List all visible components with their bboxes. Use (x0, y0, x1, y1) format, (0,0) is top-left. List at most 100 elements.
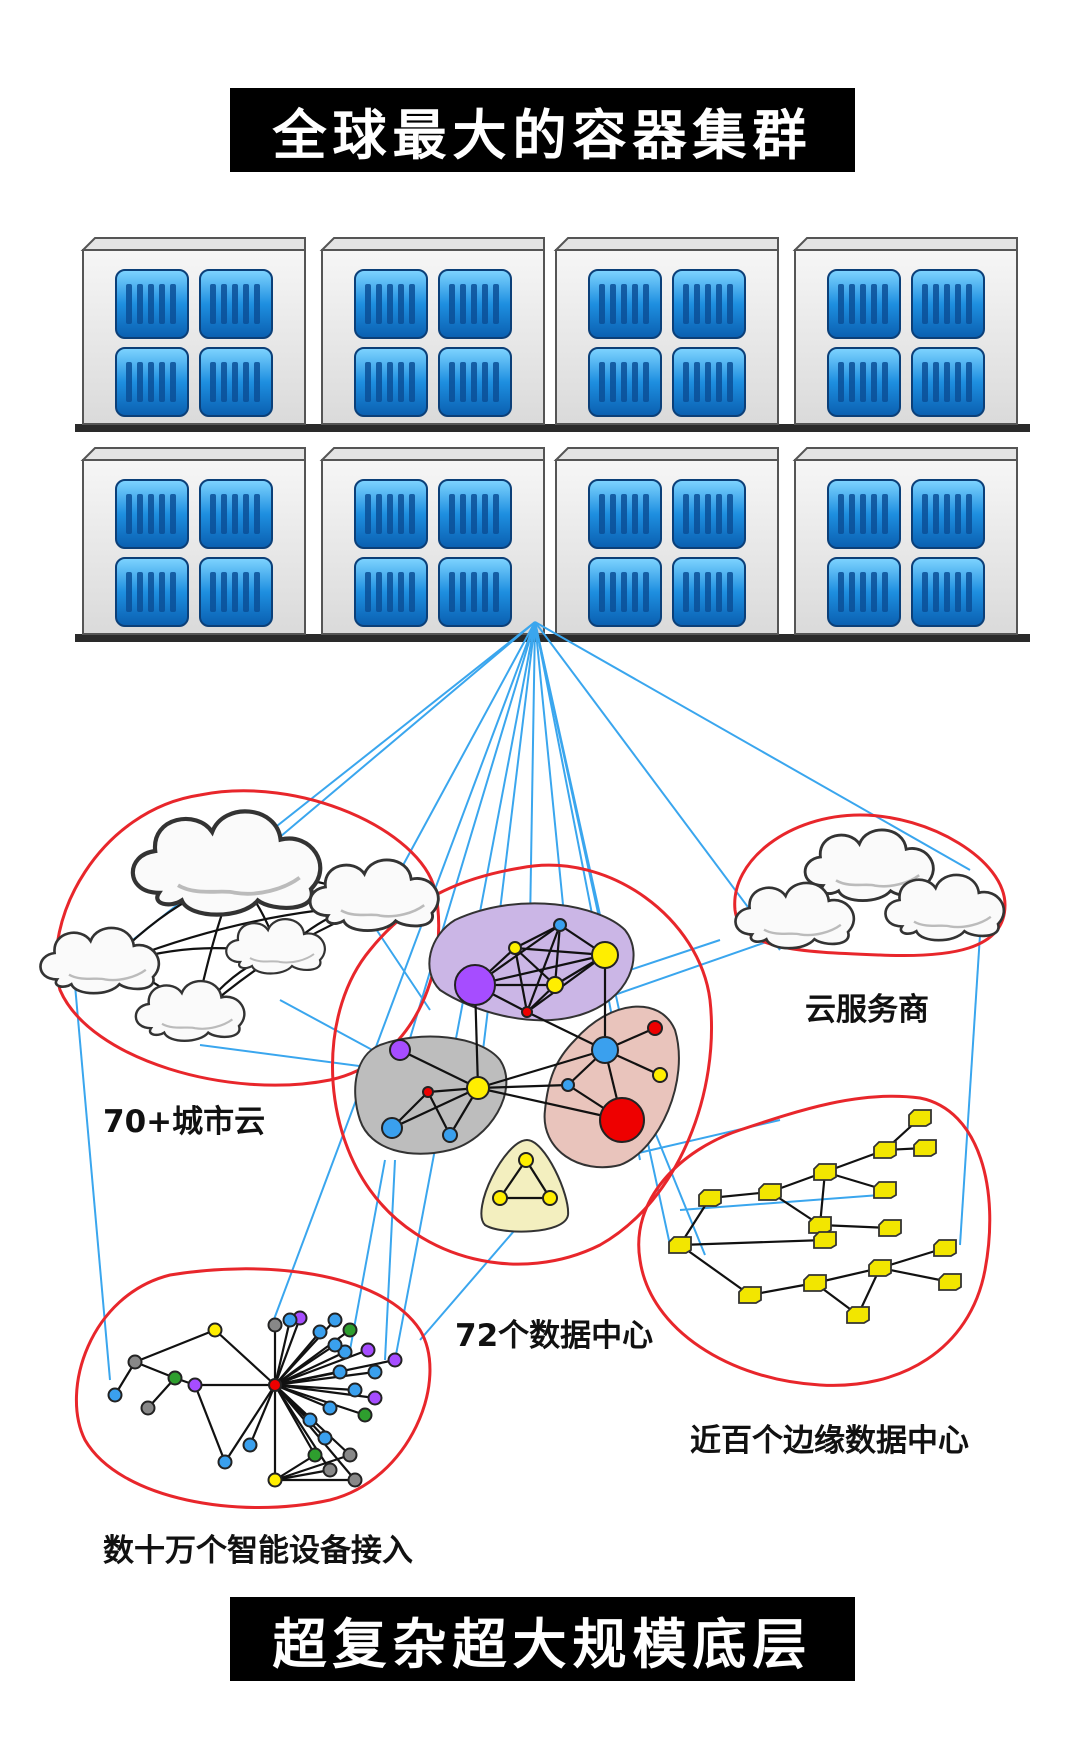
region-devices (74, 1267, 432, 1509)
cloud-icon (803, 828, 935, 902)
edge-box-icon (738, 1286, 762, 1304)
node-yellow (542, 1190, 558, 1206)
device-node (282, 1312, 298, 1328)
label-datacenters: 72个数据中心 (455, 1318, 654, 1354)
device-node (322, 1462, 338, 1478)
edge-box-icon (758, 1183, 782, 1201)
graph-edge (274, 1383, 331, 1410)
container-icon (354, 269, 428, 339)
device-node (317, 1430, 333, 1446)
uplink-line (394, 621, 536, 881)
device-node (327, 1337, 343, 1353)
device-node (217, 1454, 233, 1470)
graph-edge (553, 924, 562, 986)
node-purple (389, 1039, 411, 1061)
server-rack-icon (319, 447, 545, 635)
server-rack-icon (792, 237, 1018, 425)
label-city-cloud: 70+城市云 (103, 1104, 266, 1140)
region-city-cloud (54, 789, 441, 1087)
edge-box-icon (808, 1216, 832, 1234)
graph-edge (679, 1238, 826, 1247)
edge-box-icon (813, 1231, 837, 1249)
node-yellow (546, 976, 564, 994)
device-node (140, 1400, 156, 1416)
server-rack-icon (792, 447, 1018, 635)
container-icon (672, 557, 746, 627)
container-icon (672, 479, 746, 549)
container-icon (354, 347, 428, 417)
device-hub-node (268, 1378, 282, 1392)
cloud-icon (734, 881, 856, 950)
device-node (367, 1364, 383, 1380)
node-yellow (652, 1067, 668, 1083)
graph-edge (399, 1049, 479, 1089)
graph-edge (477, 1048, 606, 1090)
region-datacenters (331, 863, 713, 1266)
edge-box-icon (908, 1109, 932, 1127)
container-icon (438, 347, 512, 417)
server-rack-icon (553, 447, 779, 635)
title-top: 全球最大的容器集群 (230, 88, 855, 172)
device-node (187, 1377, 203, 1393)
node-blue (591, 1036, 619, 1064)
container-icon (588, 479, 662, 549)
link-line (74, 984, 111, 1381)
node-yellow (518, 1152, 534, 1168)
link-line (679, 1194, 881, 1211)
link-line (649, 1119, 706, 1256)
edge-box-icon (803, 1274, 827, 1292)
container-icon (911, 269, 985, 339)
device-node (360, 1342, 376, 1358)
server-rack-icon (319, 237, 545, 425)
container-icon (588, 557, 662, 627)
device-node (107, 1387, 123, 1403)
link-line (199, 1044, 391, 1071)
device-node (312, 1324, 328, 1340)
network-graphs (39, 809, 1006, 1488)
container-icon (199, 479, 273, 549)
container-icon (827, 557, 901, 627)
rack-floor (75, 424, 1030, 432)
cloud-icon (134, 979, 246, 1043)
cluster-red (543, 1005, 680, 1169)
region-outlines (54, 789, 1007, 1509)
edge-box-icon (873, 1181, 897, 1199)
graph-edge (274, 1454, 316, 1481)
container-icon (115, 557, 189, 627)
container-icon (911, 479, 985, 549)
node-yellow (492, 1190, 508, 1206)
node-red (647, 1020, 663, 1036)
container-icon (911, 347, 985, 417)
cluster-yellow (480, 1138, 570, 1233)
edge-box-icon (933, 1239, 957, 1257)
container-icon (672, 269, 746, 339)
container-icon (115, 269, 189, 339)
device-node (242, 1437, 258, 1453)
edge-box-icon (873, 1141, 897, 1159)
container-icon (438, 479, 512, 549)
link-line (599, 931, 796, 1001)
edge-box-icon (938, 1273, 962, 1291)
container-icon (115, 347, 189, 417)
graph-edge (513, 947, 529, 1013)
container-icon (588, 347, 662, 417)
graph-edge (514, 946, 606, 957)
label-edge-datacenters: 近百个边缘数据中心 (690, 1423, 969, 1459)
container-icon (199, 269, 273, 339)
edge-box-icon (913, 1139, 937, 1157)
container-icon (354, 479, 428, 549)
device-node (167, 1370, 183, 1386)
node-blue (553, 918, 567, 932)
node-red (422, 1086, 434, 1098)
device-node (342, 1447, 358, 1463)
graph-edge (525, 924, 562, 1013)
node-yellow (591, 941, 619, 969)
uplink-line (254, 621, 536, 859)
title-bottom: 超复杂超大规模底层 (230, 1597, 855, 1681)
device-node (387, 1352, 403, 1368)
graph-edge (274, 1344, 336, 1386)
container-icon (438, 269, 512, 339)
edge-box-icon (813, 1163, 837, 1181)
device-node (342, 1322, 358, 1338)
graph-edge (134, 1328, 216, 1364)
